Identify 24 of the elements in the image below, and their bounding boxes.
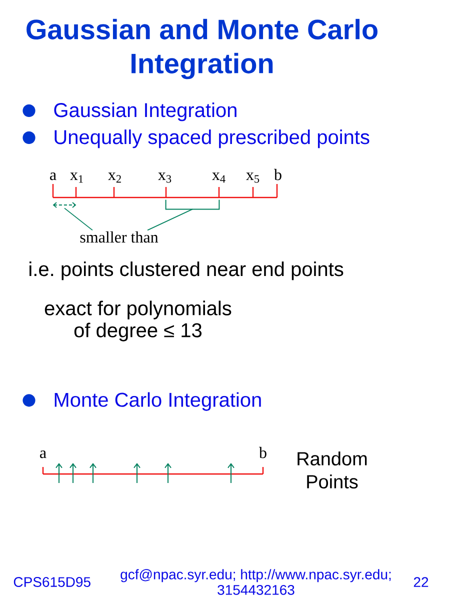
leader-line	[147, 208, 193, 231]
axis-label: b	[259, 446, 266, 458]
axis-label: x$_{1}$	[70, 172, 83, 183]
double-arrow	[52, 202, 76, 208]
page-number: 22	[414, 577, 428, 587]
bullet-text: Gaussian Integration	[54, 102, 236, 122]
axis-label: a	[50, 172, 56, 180]
footer-text: gcf@npac.syr.edu; http://www.npac.syr.edu; 3154432163	[120, 569, 391, 595]
axis-label: a	[40, 450, 46, 458]
body-text: i.e. points clustered near end points	[30, 262, 344, 280]
body-text: Random Points	[298, 452, 367, 488]
bullet-text: Monte Carlo Integration	[54, 392, 261, 411]
axis-label: x$_{4}$	[212, 172, 226, 183]
bracket	[165, 199, 220, 210]
footer-text: CPS615D95	[14, 577, 90, 587]
leader-line	[64, 208, 93, 231]
axis-label: x$_{3}$	[158, 172, 172, 183]
body-text: exact for polynomials of degree ≤ 13	[44, 300, 232, 342]
title: Gaussian and Monte Carlo Integration	[26, 18, 378, 80]
axis-label: b	[274, 168, 282, 180]
bullet-text: Unequally spaced prescribed points	[54, 130, 370, 148]
annotation-label: smaller than	[80, 231, 158, 243]
axis-label: x$_{5}$	[246, 172, 260, 183]
axis-label: x$_{2}$	[108, 172, 121, 183]
